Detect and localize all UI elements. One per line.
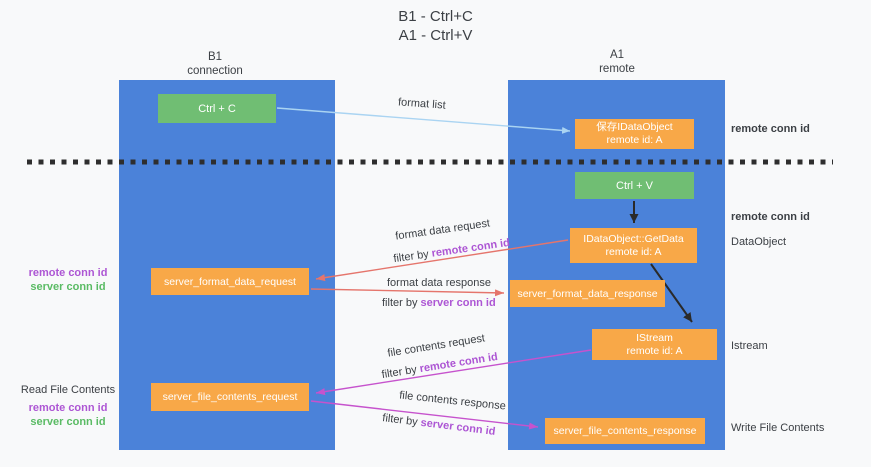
right-remote-conn-id-2: remote conn id xyxy=(731,211,810,223)
right-istream-label: Istream xyxy=(731,340,768,352)
box-istream-subtitle: remote id: A xyxy=(626,344,683,357)
box-ctrl-c: Ctrl + C xyxy=(158,94,276,123)
box-server-file-contents-response-label: server_file_contents_response xyxy=(553,425,697,437)
box-saved-idataobject-subtitle: remote id: A xyxy=(606,134,663,146)
column-b1-name: B1 xyxy=(207,51,223,63)
box-ctrl-v: Ctrl + V xyxy=(575,172,694,199)
arrow-format-data-response xyxy=(310,288,505,297)
box-ctrl-v-label: Ctrl + V xyxy=(616,179,653,192)
filter-by-text: filter by xyxy=(382,297,421,309)
left-remote-conn-id-lower: remote conn id xyxy=(28,402,108,414)
label-filter-by-server-conn-id-1: filter by server conn id xyxy=(382,297,496,309)
box-idataobject-getdata-title: IDataObject::GetData xyxy=(583,232,684,245)
column-header-b1: B1 connection xyxy=(160,50,270,78)
label-format-data-response: format data response xyxy=(387,277,491,289)
right-dataobject-label: DataObject xyxy=(731,236,787,248)
column-a1-name: A1 xyxy=(609,49,625,61)
diagram-title: B1 - Ctrl+C A1 - Ctrl+V xyxy=(0,7,871,45)
left-server-conn-id-lower: server conn id xyxy=(30,416,106,428)
label-filter-by-server-conn-id-2: filter by server conn id xyxy=(382,412,496,438)
box-server-file-contents-request-label: server_file_contents_request xyxy=(162,391,298,403)
remote-conn-id-text: remote conn id xyxy=(418,350,499,376)
box-ctrl-c-label: Ctrl + C xyxy=(198,102,236,115)
box-server-file-contents-response: server_file_contents_response xyxy=(545,418,705,444)
box-istream-title: IStream xyxy=(636,331,673,344)
left-conn-id-group-upper: remote conn id server conn id xyxy=(22,266,114,294)
right-write-file-contents-label: Write File Contents xyxy=(731,422,825,434)
left-server-conn-id-upper: server conn id xyxy=(30,281,106,293)
left-read-file-contents-group: Read File Contents remote conn id server… xyxy=(18,383,118,429)
filter-by-text: filter by xyxy=(380,363,421,382)
column-a1-role: remote xyxy=(599,63,635,75)
left-remote-conn-id-upper: remote conn id xyxy=(28,267,108,279)
label-file-contents-response: file contents response xyxy=(398,389,507,413)
read-file-contents-label: Read File Contents xyxy=(20,384,116,396)
right-remote-conn-id-1: remote conn id xyxy=(731,123,810,135)
server-conn-id-text: server conn id xyxy=(419,416,497,438)
label-format-list: format list xyxy=(397,96,447,112)
box-idataobject-getdata-subtitle: remote id: A xyxy=(605,245,662,258)
remote-conn-id-text: remote conn id xyxy=(430,236,511,260)
server-conn-id-text: server conn id xyxy=(420,297,496,309)
box-server-format-data-response: server_format_data_response xyxy=(510,280,665,307)
column-header-a1: A1 remote xyxy=(562,48,672,76)
box-server-format-data-request: server_format_data_request xyxy=(151,268,309,295)
box-server-file-contents-request: server_file_contents_request xyxy=(151,383,309,411)
label-format-data-request: format data request xyxy=(394,217,491,243)
label-filter-by-remote-conn-id-1: filter by remote conn id xyxy=(393,237,511,265)
title-line-2: A1 - Ctrl+V xyxy=(398,27,473,44)
box-idataobject-getdata: IDataObject::GetData remote id: A xyxy=(570,228,697,263)
box-saved-idataobject: 保存IDataObject remote id: A xyxy=(575,119,694,149)
box-server-format-data-request-label: server_format_data_request xyxy=(164,275,296,288)
title-line-1: B1 - Ctrl+C xyxy=(398,8,473,25)
column-b1-role: connection xyxy=(187,65,243,77)
box-saved-idataobject-title: 保存IDataObject xyxy=(596,121,673,133)
filter-by-text: filter by xyxy=(381,412,422,429)
box-server-format-data-response-label: server_format_data_response xyxy=(517,287,658,300)
filter-by-text: filter by xyxy=(392,247,433,266)
box-istream: IStream remote id: A xyxy=(592,329,717,360)
